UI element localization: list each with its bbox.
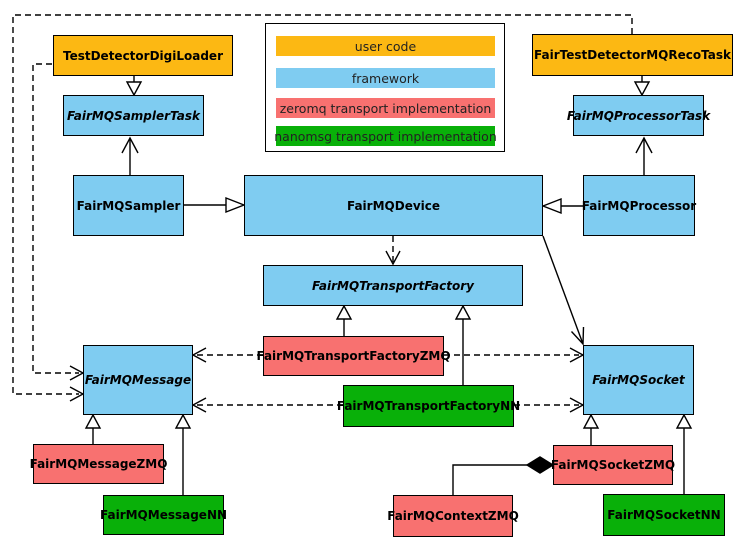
edge-messagezmq-message xyxy=(84,413,102,444)
edge-processor-device xyxy=(541,197,583,215)
edge-socketnn-socket xyxy=(675,413,693,494)
edge-processor-processortask xyxy=(635,136,653,175)
node-testdetectordigiloader: TestDetectorDigiLoader xyxy=(53,35,233,76)
edge-factoryzmq-socket xyxy=(444,347,585,363)
edge-messagenn-message xyxy=(174,413,192,495)
edge-factoryzmq-factory xyxy=(335,304,353,336)
composition-diamond-icon xyxy=(525,456,555,474)
node-fairmqmessagenn: FairMQMessageNN xyxy=(100,495,227,535)
node-fairmqsocketzmq: FairMQSocketZMQ xyxy=(551,445,675,485)
edge-digiloader-samplertask xyxy=(125,76,143,97)
edge-sampler-device xyxy=(184,196,246,214)
legend: user code framework zeromq transport imp… xyxy=(265,23,505,152)
node-fairmqtransportfactorynn: FairMQTransportFactoryNN xyxy=(337,385,520,427)
node-fairtestdetectormqrecotask: FairTestDetectorMQRecoTask xyxy=(532,34,733,76)
edge-socketzmq-socket xyxy=(582,413,600,445)
legend-item-zeromq: zeromq transport implementation xyxy=(276,98,495,118)
node-fairmqtransportfactoryzmq: FairMQTransportFactoryZMQ xyxy=(256,336,451,376)
edge-factorynn-socket xyxy=(514,397,585,413)
edge-contextzmq-socketzmq xyxy=(452,456,555,495)
node-fairmqmessage: FairMQMessage xyxy=(83,345,193,415)
edge-factorynn-message xyxy=(191,397,343,413)
legend-item-nanomsg: nanomsg transport implementation xyxy=(274,126,497,146)
node-fairmqprocessor: FairMQProcessor xyxy=(582,175,696,236)
edge-device-transportfactory xyxy=(385,236,401,266)
node-fairmqmessagezmq: FairMQMessageZMQ xyxy=(30,444,167,484)
edge-sampler-samplertask xyxy=(121,136,139,175)
edge-device-socket xyxy=(542,235,585,346)
node-fairmqsampler: FairMQSampler xyxy=(73,175,184,236)
edge-factoryzmq-message xyxy=(191,347,263,363)
edge-factorynn-factory xyxy=(454,304,472,385)
node-fairmqtransportfactory: FairMQTransportFactory xyxy=(263,265,523,306)
node-fairmqcontextzmq: FairMQContextZMQ xyxy=(387,495,519,537)
edge-recotask-processortask xyxy=(633,76,651,97)
node-fairmqsocketnn: FairMQSocketNN xyxy=(603,494,725,536)
node-fairmqsamplertask: FairMQSamplerTask xyxy=(63,95,204,136)
node-fairmqdevice: FairMQDevice xyxy=(244,175,543,236)
legend-item-framework: framework xyxy=(276,68,495,88)
node-fairmqprocessortask: FairMQProcessorTask xyxy=(567,95,710,136)
legend-item-user-code: user code xyxy=(276,36,495,56)
node-fairmqsocket: FairMQSocket xyxy=(583,345,694,415)
